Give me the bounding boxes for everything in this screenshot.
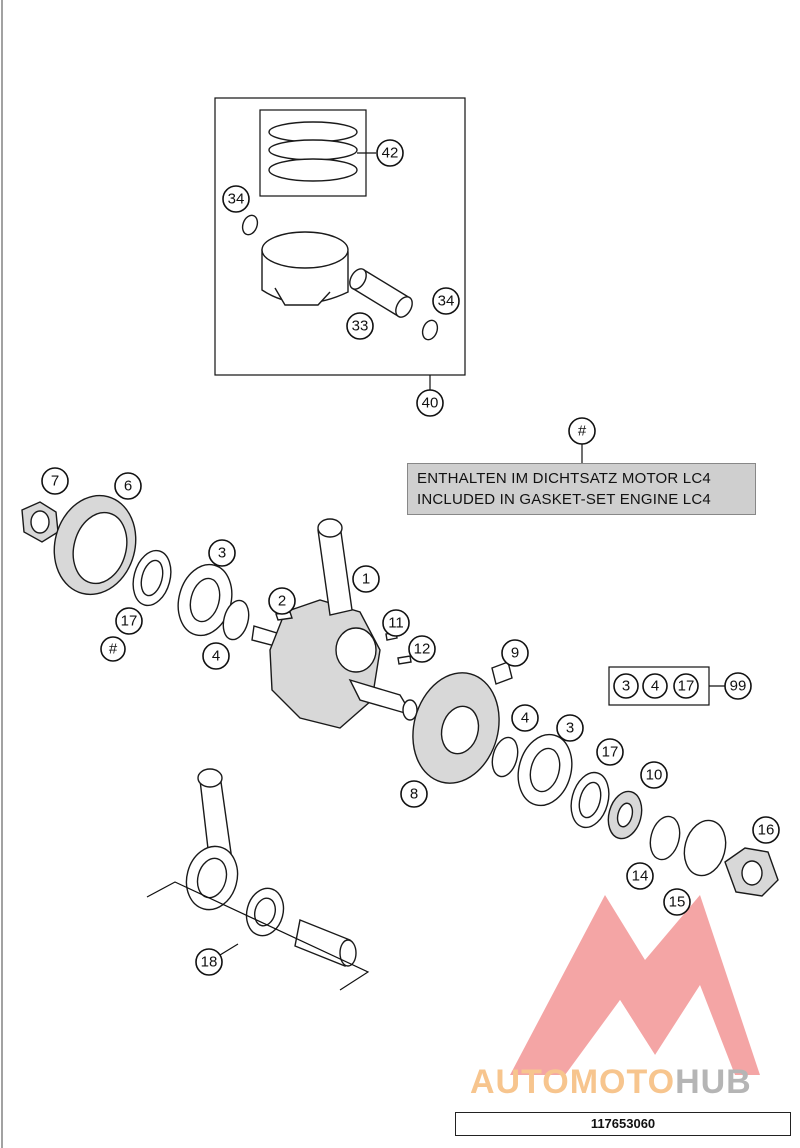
callout-3-left: 3 (208, 539, 236, 567)
circlip-left (241, 214, 259, 236)
svg-text:3: 3 (566, 720, 574, 737)
svg-text:11: 11 (388, 615, 404, 632)
watermark-text-primary: AUTOMOTO (470, 1063, 676, 1101)
callout-4-right: 4 (511, 704, 539, 732)
piston-rings (268, 121, 358, 182)
seal-17 (132, 549, 172, 607)
sprocket-8 (412, 672, 500, 784)
callout-7: 7 (41, 467, 69, 495)
callout-33: 33 (346, 312, 374, 340)
svg-text:16: 16 (758, 822, 775, 839)
svg-text:33: 33 (352, 318, 369, 335)
svg-text:99: 99 (730, 678, 747, 695)
callout-4-left: 4 (202, 642, 230, 670)
key-12 (397, 655, 412, 665)
callout-2: 2 (268, 587, 296, 615)
note-line-german: ENTHALTEN IM DICHTSATZ MOTOR LC4 (417, 470, 711, 487)
set-callout-17: 17 (673, 673, 699, 699)
shim-4-left (222, 599, 250, 641)
note-line-english: INCLUDED IN GASKET-SET ENGINE LC4 (417, 491, 711, 508)
callout-1: 1 (352, 565, 380, 593)
svg-text:4: 4 (521, 710, 529, 727)
part-number-footer: 117653060 (455, 1112, 791, 1136)
connecting-rod-assembled (317, 518, 353, 616)
svg-text:34: 34 (228, 191, 245, 208)
bearing-3-left (177, 563, 233, 637)
callout-17-right: 17 (596, 738, 624, 766)
svg-text:3: 3 (218, 545, 226, 562)
svg-text:6: 6 (124, 478, 132, 495)
piston (261, 231, 349, 306)
piston-kit-box (214, 97, 466, 376)
crankshaft (251, 599, 418, 729)
svg-text:7: 7 (51, 473, 59, 490)
bearing-3-right (517, 733, 573, 807)
svg-text:4: 4 (651, 678, 659, 695)
gear-6 (53, 494, 137, 596)
callout-34-left: 34 (222, 185, 250, 213)
svg-text:3: 3 (622, 678, 630, 695)
callout-14: 14 (626, 862, 654, 890)
nut-7 (21, 501, 59, 543)
callout-15: 15 (663, 888, 691, 916)
callout-12: 12 (408, 635, 436, 663)
callout-10: 10 (640, 761, 668, 789)
callout-16: 16 (752, 816, 780, 844)
svg-text:17: 17 (678, 678, 695, 695)
crank-pin (294, 919, 357, 967)
circlip-right (421, 319, 439, 341)
callout-18: 18 (195, 948, 223, 976)
svg-text:10: 10 (646, 767, 663, 784)
automotohub-logo (510, 895, 760, 1075)
callout-6: 6 (114, 472, 142, 500)
callout-11: 11 (382, 609, 410, 637)
svg-text:9: 9 (511, 645, 519, 662)
piston-pin (349, 268, 413, 318)
seal-17-right (570, 771, 610, 829)
svg-text:2: 2 (278, 593, 286, 610)
callout-40: 40 (416, 389, 444, 417)
svg-text:1: 1 (362, 571, 370, 588)
shim-4-right (491, 736, 519, 778)
svg-text:15: 15 (669, 894, 686, 911)
watermark-text-secondary: HUB (675, 1063, 752, 1101)
svg-text:4: 4 (212, 648, 220, 665)
callout-9: 9 (501, 639, 529, 667)
svg-text:8: 8 (410, 786, 418, 803)
svg-text:#: # (578, 423, 587, 440)
svg-text:17: 17 (121, 613, 138, 630)
gasket-set-note: ENTHALTEN IM DICHTSATZ MOTOR LC4 INCLUDE… (407, 463, 756, 515)
pin-9 (491, 661, 513, 685)
svg-text:42: 42 (382, 145, 399, 162)
svg-text:17: 17 (602, 744, 619, 761)
svg-text:14: 14 (632, 868, 649, 885)
needle-bearing (245, 887, 285, 937)
gear-10 (607, 790, 643, 840)
circlip-14 (649, 815, 681, 861)
callout-17-left: 17 (115, 607, 143, 635)
callout-hash-top: # (568, 417, 596, 445)
callout-8: 8 (400, 780, 428, 808)
watermark-text: AUTOMOTOHUB (470, 1062, 800, 1102)
washer-15 (683, 819, 727, 877)
callout-42: 42 (376, 139, 404, 167)
callout-3-right: 3 (556, 714, 584, 742)
callout-hash-left: # (100, 636, 126, 662)
callout-99: 99 (724, 672, 752, 700)
set-callout-4: 4 (642, 673, 668, 699)
rod-kit-bracket (146, 881, 370, 991)
nut-16 (724, 847, 779, 897)
svg-text:40: 40 (422, 395, 439, 412)
svg-text:18: 18 (201, 954, 218, 971)
set-callout-3: 3 (613, 673, 639, 699)
callout-34-right: 34 (432, 287, 460, 315)
svg-text:12: 12 (414, 641, 431, 658)
svg-text:34: 34 (438, 293, 455, 310)
connecting-rod-kit (185, 768, 239, 911)
svg-text:#: # (109, 641, 118, 658)
